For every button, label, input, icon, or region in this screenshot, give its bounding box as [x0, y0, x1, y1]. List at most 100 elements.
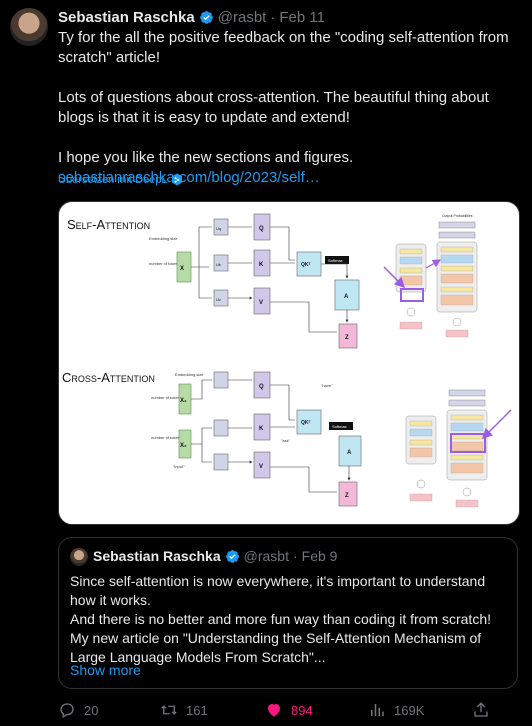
- author-handle[interactable]: @rasbt: [217, 9, 267, 26]
- tweet-paragraph-text: I hope you like the new sections and fig…: [58, 149, 354, 166]
- verified-badge-icon: [199, 11, 213, 24]
- tweet-paragraph: I hope you like the new sections and fig…: [58, 148, 518, 188]
- tokens-label-2: number of tokens: [151, 395, 182, 400]
- author-name[interactable]: Sebastian Raschka: [58, 9, 195, 26]
- action-bar: 20 161 894 169K: [58, 701, 528, 721]
- reply-button[interactable]: 20: [58, 701, 98, 719]
- tweet-header: Sebastian Raschka @rasbt · Feb 11: [58, 9, 325, 26]
- uv-label: Uv: [216, 297, 221, 302]
- q-label: Q: [259, 226, 264, 232]
- k-label: K: [259, 262, 264, 268]
- v-label-2: V: [259, 464, 263, 470]
- cross-attention-title: Cross-Attention: [62, 370, 155, 385]
- x-arrows-2: [191, 379, 212, 463]
- z-label-2: Z: [345, 493, 349, 499]
- reply-count: 20: [84, 702, 99, 718]
- retweet-icon: [161, 705, 177, 715]
- media-image[interactable]: Self-Attention Embedding size number of …: [58, 201, 520, 525]
- quote-line: My new article on "Understanding the Sel…: [70, 630, 482, 665]
- softmax-box: [325, 256, 349, 264]
- uq-matrix-2: [213, 371, 229, 389]
- views-icon: [371, 704, 384, 716]
- views-count: 169K: [394, 702, 425, 718]
- have-label: "have": [321, 383, 333, 388]
- self-attention-title: Self-Attention: [67, 217, 150, 232]
- separator-dot: ·: [292, 548, 298, 564]
- transformer-diagram-top: Output Probabilities: [383, 214, 478, 338]
- weight-arrows: [228, 226, 252, 298]
- tokens-label-3: number of tokens: [151, 435, 182, 440]
- a-label: A: [344, 294, 349, 300]
- like-button[interactable]: 894: [265, 701, 313, 719]
- k-label-2: K: [259, 426, 264, 432]
- qk-matrix-2: [296, 409, 322, 435]
- z-arrows-2: [270, 466, 349, 493]
- v-label: V: [259, 300, 263, 306]
- author-avatar[interactable]: [10, 8, 48, 46]
- softmax-box-2: [329, 422, 353, 430]
- tweet-paragraph: Ty for the all the positive feedback on …: [58, 29, 509, 66]
- embedding-size-label-2: Embedding size: [175, 372, 204, 377]
- uq-label: Uq: [216, 226, 221, 231]
- v-matrix-2: [253, 451, 271, 479]
- tweet-text: Ty for the all the positive feedback on …: [58, 28, 518, 188]
- output-prob-label: Output Probabilities: [442, 214, 473, 218]
- x-arrows: [191, 226, 212, 299]
- verified-badge-icon: [225, 549, 239, 563]
- a-matrix-2: [338, 435, 362, 467]
- deepl-icon: [172, 173, 183, 186]
- uk-matrix-2: [213, 419, 229, 437]
- quote-author-avatar: [70, 548, 88, 566]
- heart-icon: [268, 704, 280, 717]
- tweet-paragraph: Lots of questions about cross-attention.…: [58, 89, 489, 126]
- ask-label: "ask": [281, 438, 291, 443]
- qk-arrows: [270, 226, 295, 264]
- qk-arrows-2: [270, 384, 295, 428]
- tweet-date[interactable]: Feb 11: [279, 9, 325, 26]
- weight-arrows-2: [228, 379, 252, 462]
- transformer-diagram-bottom: [405, 389, 512, 508]
- q-label-2: Q: [259, 384, 264, 390]
- quoted-tweet[interactable]: Sebastian Raschka @rasbt · Feb 9 Since s…: [58, 537, 518, 689]
- softmax-label-2: Softmax: [332, 424, 347, 429]
- article-link[interactable]: sebastianraschka.com/blog/2023/self…: [58, 169, 320, 186]
- quote-text: Since self-attention is now everywhere, …: [70, 572, 510, 667]
- z-label: Z: [345, 335, 349, 341]
- a-label-2: A: [347, 450, 352, 456]
- x1-label: X₁: [180, 398, 187, 404]
- retweet-count: 161: [186, 702, 208, 718]
- v-matrix: [253, 287, 271, 315]
- share-icon: [474, 702, 488, 717]
- tokens-label: number of tokens: [149, 261, 180, 266]
- input-quote-label: "input": [173, 464, 185, 469]
- reply-icon: [60, 703, 74, 718]
- quote-author-handle: @rasbt: [243, 548, 289, 564]
- a-matrix: [334, 279, 360, 311]
- softmax-arrow: [321, 263, 349, 279]
- translate-label: Übersetzen mit DeepL: [58, 173, 168, 186]
- quote-line: Since self-attention is now everywhere, …: [70, 573, 486, 608]
- retweet-button[interactable]: 161: [160, 701, 208, 719]
- qk-label: QKᵀ: [301, 262, 312, 268]
- quote-author-name: Sebastian Raschka: [93, 548, 221, 564]
- softmax-label: Softmax: [328, 258, 343, 263]
- qk-matrix: [296, 251, 322, 277]
- x-label: X: [180, 266, 184, 272]
- z-arrows: [270, 301, 347, 333]
- translate-link[interactable]: Übersetzen mit DeepL: [58, 173, 183, 186]
- share-button[interactable]: [472, 701, 490, 719]
- quote-header: Sebastian Raschka @rasbt · Feb 9: [93, 548, 337, 564]
- uk-label: Uk: [216, 262, 221, 267]
- separator-dot: ·: [270, 9, 276, 26]
- like-count: 894: [291, 702, 313, 718]
- show-more-link[interactable]: Show more: [70, 662, 141, 678]
- x2-label: X₂: [180, 443, 187, 449]
- views-button[interactable]: 169K: [368, 701, 424, 719]
- qk-label-2: QKᵀ: [301, 420, 312, 426]
- embedding-size-label: Embedding size: [149, 236, 178, 241]
- quote-date: Feb 9: [301, 548, 338, 564]
- attention-diagram: Self-Attention Embedding size number of …: [62, 213, 512, 508]
- uv-matrix-2: [213, 453, 229, 471]
- quote-line: And there is no better and more fun way …: [70, 611, 491, 627]
